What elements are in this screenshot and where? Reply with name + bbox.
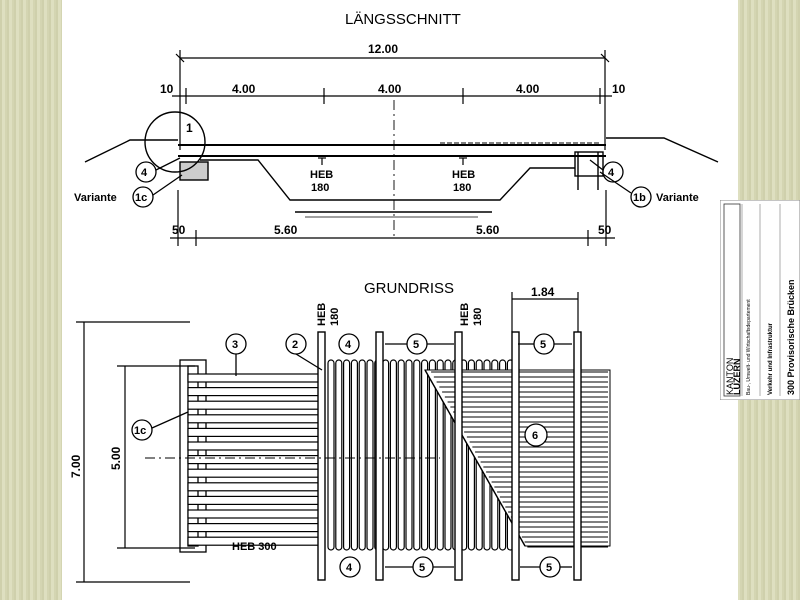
office: Verkehr und Infrastruktur <box>768 322 774 395</box>
plan-title: GRUNDRISS <box>364 280 454 297</box>
plank <box>187 400 323 410</box>
plan-planks-left <box>187 373 323 546</box>
plank <box>187 468 323 478</box>
heb-markers <box>318 157 467 165</box>
plan-dim-outer: 7.00 <box>69 454 83 478</box>
deck-rib <box>405 359 413 551</box>
department: Bau-, Umwelt- und Wirtschaftsdepartement <box>746 299 752 395</box>
deck-rib <box>421 359 429 551</box>
dim-left-edge: 10 <box>160 82 174 96</box>
plan-heb-size-2: 180 <box>472 308 484 326</box>
plan-top-dim <box>511 292 579 332</box>
canton-bottom: LUZERN <box>732 359 742 396</box>
plan-callout-4-bottom: 4 <box>346 562 353 574</box>
plan-heb-beams <box>317 331 582 581</box>
plan-dim-inner: 5.00 <box>109 446 123 470</box>
variant-label-left: Variante <box>74 192 117 204</box>
canton-top: KANTON <box>725 358 735 395</box>
long-section-callouts <box>132 157 652 208</box>
plank <box>187 482 323 492</box>
deck-rib <box>358 359 366 551</box>
deck-rib <box>389 359 397 551</box>
plank <box>187 414 323 424</box>
deck-rib <box>350 359 358 551</box>
plan-callout-6: 6 <box>532 430 538 442</box>
bottom-dim-2: 5.60 <box>274 223 298 237</box>
plank <box>187 455 323 465</box>
heb-size-1: 180 <box>311 182 329 194</box>
deck-rib <box>335 359 343 551</box>
plank <box>187 373 323 383</box>
plan-heb-label-2: HEB <box>459 303 471 326</box>
plank <box>187 441 323 451</box>
plank <box>187 522 323 533</box>
dim-span-3: 4.00 <box>516 82 540 96</box>
deck-rib <box>428 359 436 551</box>
title-block-card: KANTON LUZERN Bau-, Umwelt- und Wirtscha… <box>720 200 800 400</box>
dim-right-edge: 10 <box>612 82 626 96</box>
bottom-dim-4: 50 <box>598 223 612 237</box>
plan-callout-2: 2 <box>292 339 298 351</box>
detail-marker: 1 <box>186 121 193 135</box>
plan-heb-label-1: HEB <box>316 303 328 326</box>
dim-total: 12.00 <box>368 42 398 56</box>
plan-callout-5-bottom-1: 5 <box>419 562 425 574</box>
plan-callout-1c: 1c <box>134 425 146 437</box>
plan-heb-size-1: 180 <box>329 308 341 326</box>
plan-callout-5-top-2: 5 <box>540 339 546 351</box>
callout-4-right: 4 <box>608 167 615 179</box>
deck-rib <box>436 359 444 551</box>
dim-span-2: 4.00 <box>378 82 402 96</box>
callout-1c: 1c <box>135 192 147 204</box>
plan-callout-5-top-1: 5 <box>413 339 419 351</box>
long-section-dimensions <box>172 50 612 150</box>
plank <box>187 495 323 505</box>
bottom-dim-1: 50 <box>172 223 186 237</box>
plan-left-dims <box>76 321 195 583</box>
plan-callouts <box>131 333 572 578</box>
variant-label-right: Variante <box>656 192 699 204</box>
heb-label-1: HEB <box>310 169 333 181</box>
deck-rib <box>366 359 374 551</box>
plan-callout-4-top: 4 <box>345 339 352 351</box>
callout-1b: 1b <box>633 192 646 204</box>
detail-circle <box>144 111 206 173</box>
deck-rib <box>343 359 351 551</box>
long-section-title: LÄNGSSCHNITT <box>345 11 461 28</box>
deck-rib <box>413 359 421 551</box>
long-section-geometry <box>84 100 719 240</box>
long-section-bottom-dims <box>170 190 615 246</box>
deck-rib <box>327 359 335 551</box>
plan-callout-5-bottom-2: 5 <box>546 562 552 574</box>
heb-label-2: HEB <box>452 169 475 181</box>
heb-size-2: 180 <box>453 182 471 194</box>
plank <box>187 509 323 519</box>
callout-4-left: 4 <box>141 167 148 179</box>
plank <box>187 427 323 437</box>
deck-rib <box>397 359 405 551</box>
bottom-dim-3: 5.60 <box>476 223 500 237</box>
dim-span-1: 4.00 <box>232 82 256 96</box>
plan-heb-300-label: HEB 300 <box>232 541 277 553</box>
card-title: 300 Provisorische Brücken <box>786 279 796 395</box>
plank <box>187 387 323 397</box>
plan-dim-top: 1.84 <box>531 285 555 299</box>
plan-callout-3: 3 <box>232 339 238 351</box>
